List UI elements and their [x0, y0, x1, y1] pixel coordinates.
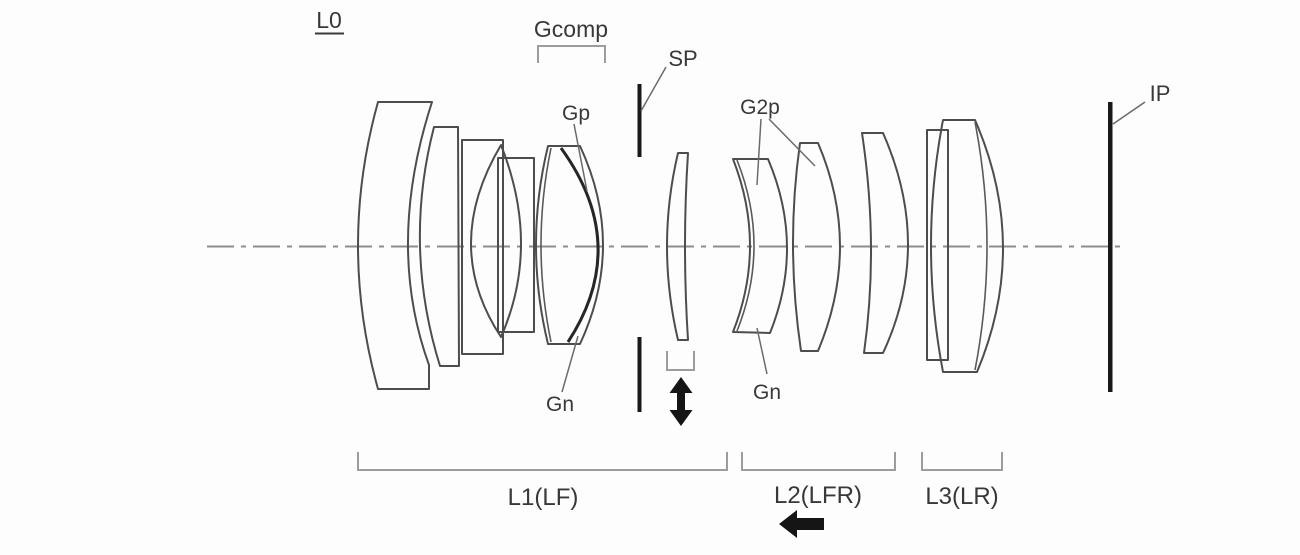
l1-second-meniscus-element	[418, 126, 460, 367]
left-arrow-icon	[779, 510, 824, 538]
l1-biconvex-element	[470, 144, 522, 338]
gcomp-inner-surface	[540, 147, 552, 343]
l2-crescent-cemented-surface	[736, 159, 755, 332]
sp-leader-line	[640, 66, 667, 112]
group1-bracket	[357, 452, 728, 471]
gp-label: Gp	[562, 102, 590, 125]
l1-flanged-element-2	[497, 157, 535, 333]
g2p-leader-line-1	[756, 118, 762, 186]
group3-bracket	[921, 452, 1003, 471]
l2-rear-meniscus-element	[861, 132, 909, 354]
group3-label: L3(LR)	[925, 483, 998, 510]
l2-biconvex-element	[792, 142, 841, 352]
shift-lens-bracket	[666, 351, 695, 371]
system-label: L0	[316, 7, 342, 33]
image-plane-bar	[1108, 102, 1113, 392]
gn-rear-label: Gn	[753, 381, 781, 404]
double-arrow-icon	[669, 377, 693, 426]
gcomp-label: Gcomp	[534, 16, 608, 42]
gp-leader-line	[573, 123, 588, 192]
gn-rear-leader-line	[756, 327, 768, 375]
aperture-stop-upper-blade	[637, 84, 642, 157]
g2p-label: G2p	[740, 96, 780, 119]
gcomp-bracket	[537, 45, 606, 63]
gcomp-cemented-surface	[559, 147, 600, 343]
sp-label: SP	[668, 46, 697, 71]
gcomp-doublet-outline	[535, 145, 604, 345]
group2-bracket	[741, 452, 896, 471]
l3-doublet-outline	[930, 119, 1004, 373]
gn-front-label: Gn	[546, 393, 574, 416]
group2-label: L2(LFR)	[774, 482, 862, 509]
ip-label: IP	[1150, 81, 1171, 106]
l1-front-meniscus-element	[357, 101, 433, 390]
l3-cemented-surface	[974, 121, 988, 371]
group1-label: L1(LF)	[508, 484, 579, 511]
l2-crescent-doublet-outline	[732, 158, 788, 334]
aperture-stop-lower-blade	[637, 337, 642, 412]
l1-flanged-element	[461, 139, 504, 355]
thin-shift-lens-element	[666, 152, 689, 341]
gn-front-leader-line	[561, 335, 579, 393]
l3-flanged-element	[926, 129, 949, 361]
ip-leader-line	[1112, 101, 1146, 125]
g2p-leader-line-2	[768, 118, 816, 167]
